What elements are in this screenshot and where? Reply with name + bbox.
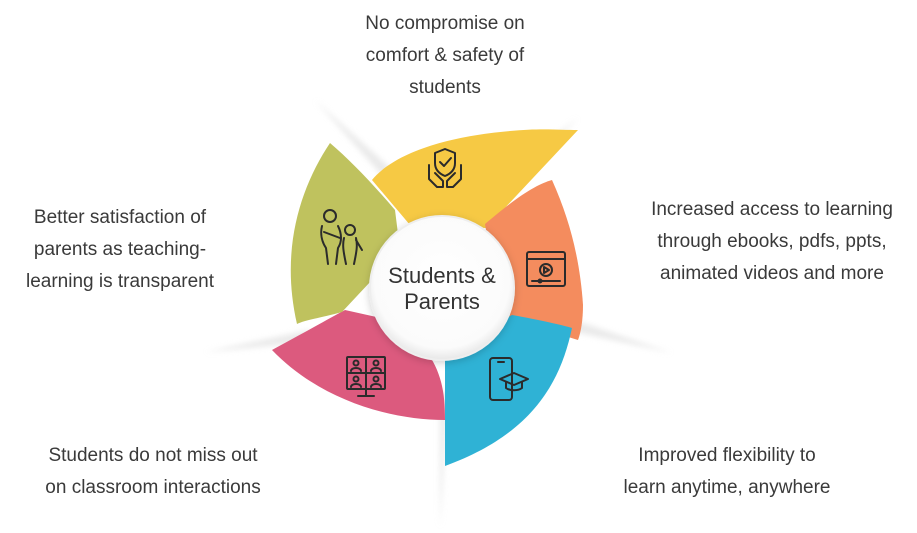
parent-child-icon bbox=[320, 209, 363, 265]
callout-safety-line-1: No compromise on bbox=[365, 13, 525, 34]
callout-flexibility-line-1: Improved flexibility to bbox=[638, 445, 816, 466]
callout-satisfaction-line-3: learning is transparent bbox=[26, 271, 214, 292]
segment-safety bbox=[372, 129, 578, 228]
callout-satisfaction-line-1: Better satisfaction of bbox=[33, 207, 207, 228]
segment-flexibility bbox=[445, 315, 572, 466]
center-label-line-1: Students & bbox=[388, 263, 496, 288]
video-player-icon bbox=[526, 251, 566, 287]
callout-access-line-2: through ebooks, pdfs, ppts, bbox=[657, 231, 887, 252]
center-circle bbox=[369, 215, 515, 361]
callout-satisfaction: Better satisfaction of parents as teachi… bbox=[2, 202, 238, 298]
callout-interactions-line-1: Students do not miss out bbox=[48, 445, 258, 466]
callout-access: Increased access to learning through ebo… bbox=[630, 194, 914, 290]
callout-flexibility-line-2: learn anytime, anywhere bbox=[623, 477, 831, 498]
callout-interactions: Students do not miss out on classroom in… bbox=[22, 440, 284, 504]
center-label-line-2: Parents bbox=[404, 289, 480, 314]
center-label: Students & Parents bbox=[372, 263, 512, 315]
callout-interactions-line-2: on classroom interactions bbox=[45, 477, 261, 498]
shield-hands-icon bbox=[428, 148, 462, 188]
callout-access-line-1: Increased access to learning bbox=[651, 199, 893, 220]
callout-safety-line-3: students bbox=[409, 77, 481, 98]
callout-safety: No compromise on comfort & safety of stu… bbox=[330, 8, 560, 104]
callout-access-line-3: animated videos and more bbox=[660, 263, 884, 284]
callout-flexibility: Improved flexibility to learn anytime, a… bbox=[596, 440, 858, 504]
callout-satisfaction-line-2: parents as teaching- bbox=[33, 239, 207, 260]
callout-safety-line-2: comfort & safety of bbox=[365, 45, 525, 66]
mobile-graduation-cap-icon bbox=[489, 357, 529, 401]
video-conference-icon bbox=[346, 356, 386, 397]
